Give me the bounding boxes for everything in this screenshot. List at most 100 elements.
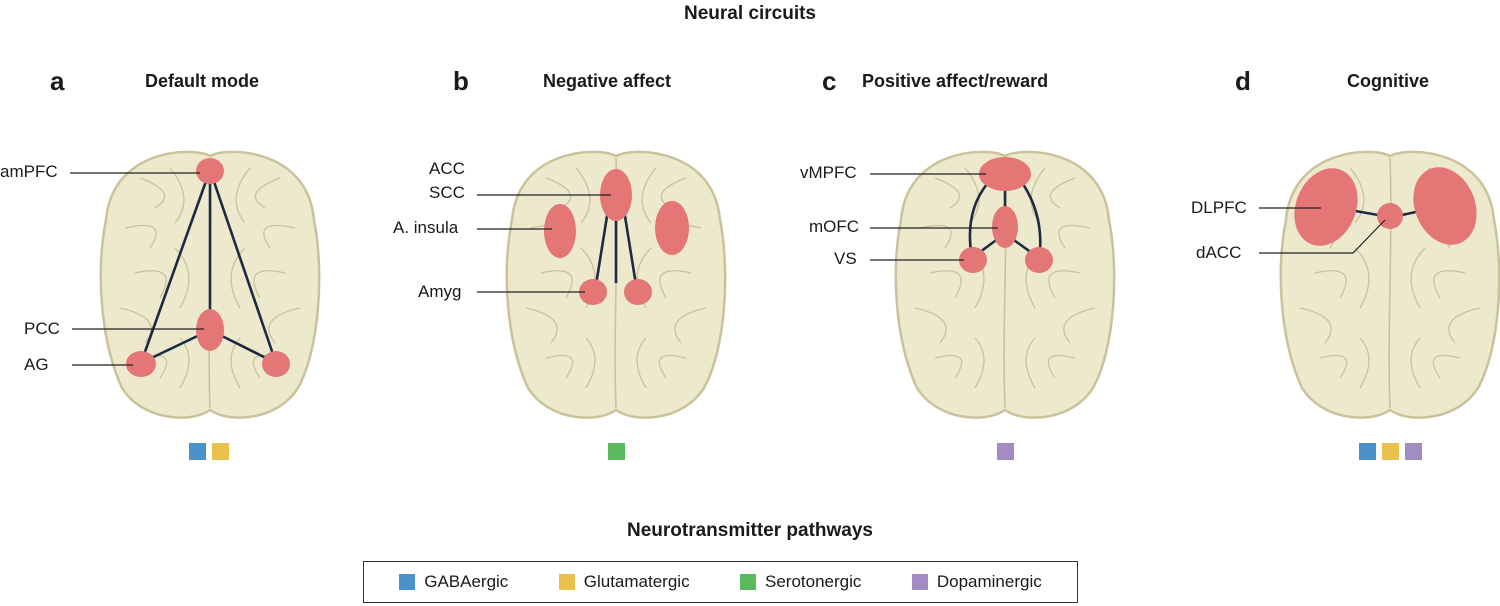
gyrus-line [934,177,961,209]
pathway-swatches [189,443,229,460]
panel-title: Positive affect/reward [862,71,1049,91]
regions [126,158,290,377]
gyrus-line [974,337,985,389]
gyrus-line [179,337,190,389]
legend-item-glutamatergic: Glutamatergic [558,572,690,592]
panel-title: Default mode [145,71,260,91]
gyrus-line [119,307,152,344]
gyrus-line [914,307,947,344]
legend-swatch [399,574,416,590]
brain-diagram [70,150,321,419]
gyrus-line [525,307,558,344]
legend-swatch [558,574,575,590]
region-vmpfc [979,157,1031,191]
panel-positive-affect-reward: c Positive affect/reward vMPFC mOFC VS [750,58,1125,478]
swatch-glutamatergic [212,443,229,460]
legend-label: GABAergic [424,572,509,591]
leader-line [1259,219,1386,254]
label-mofc: mOFC [809,217,860,236]
label-dacc: dACC [1196,243,1242,262]
swatch-dopaminergic [1405,443,1422,460]
gyrus-line [1048,270,1081,299]
gyrus-line [1063,307,1096,344]
regions [1294,167,1477,246]
label-insula: A. insula [393,218,459,237]
swatch-glutamatergic [1382,443,1399,460]
figure-title: Neural circuits [684,3,816,24]
swatch-serotonergic [608,443,625,460]
region-vs-left [959,247,987,273]
pathway-swatches [1359,443,1422,460]
gyrus-line [235,167,251,224]
gyrus-line [585,337,596,389]
gyrus-line [641,167,657,224]
legend-label: Dopaminergic [936,572,1042,591]
panel-letter: b [453,66,469,96]
region-insula-right [655,201,689,255]
gyrus-line [134,270,167,299]
region-dlpfc-left [1294,168,1358,246]
gyrus-line [1058,224,1091,249]
legend: GABAergic Glutamatergic Serotonergic Dop… [363,561,1078,603]
connection-line [208,169,278,364]
gyrus-line [1448,307,1481,344]
regions [544,169,689,305]
legend-item-serotonergic: Serotonergic [740,572,861,592]
panel-letter: d [1235,66,1251,96]
gyrus-line [658,354,687,379]
brain-diagram [477,150,727,419]
region-ampfc [196,158,224,184]
gyrus-line [1359,337,1370,389]
connection-line [139,169,212,364]
label-pcc: PCC [24,319,60,338]
gyrus-line [1410,247,1426,309]
gyrus-line [1049,177,1076,209]
region-mofc [992,206,1018,248]
panel-default-mode: a Default mode amPFC PCC AG [0,58,375,478]
panel-letter: c [822,66,837,96]
swatch-gabaergic [1359,443,1376,460]
legend-item-gabaergic: GABAergic [399,572,508,592]
connection-line [593,209,610,292]
label-acc: ACC [429,159,465,178]
gyrus-line [1025,337,1036,389]
gyrus-line [254,177,281,209]
leader-lines [870,173,998,261]
brain-diagram [1259,150,1500,419]
legend-swatch [740,574,757,590]
leader-lines [70,172,204,366]
region-ag-right [262,351,290,377]
connections [593,209,639,292]
gyrus-line [1432,354,1461,379]
gyrus-line [268,307,301,344]
gyrus-line [230,247,246,309]
gyrus-line [659,270,692,299]
legend-label: Serotonergic [765,572,862,591]
panel-title: Negative affect [543,71,672,91]
brain-diagram [870,150,1116,419]
legend-title: Neurotransmitter pathways [626,520,873,541]
brain-outline [894,150,1116,419]
pathway-swatches [608,443,625,460]
gyrus-line [1410,337,1421,389]
region-amyg-left [579,279,607,305]
region-vs-right [1025,247,1053,273]
gyrus-line [139,177,166,209]
region-amyg-right [624,279,652,305]
gyrus-line [1433,270,1466,299]
gyrus-line [253,270,286,299]
longitudinal-fissure [1388,157,1392,409]
connection-line [622,209,639,292]
gyrus-line [1047,354,1076,379]
panel-title: Cognitive [1347,71,1430,91]
gyrus-line [1354,247,1370,309]
gyrus-line [575,167,591,224]
gyrus-line [263,224,296,249]
gyrus-line [636,337,647,389]
region-insula-left [544,204,576,258]
gyrus-line [929,270,962,299]
regions [959,157,1053,273]
region-pcc [196,309,224,351]
gyrus-line [934,354,963,379]
gyrus-line [545,354,574,379]
